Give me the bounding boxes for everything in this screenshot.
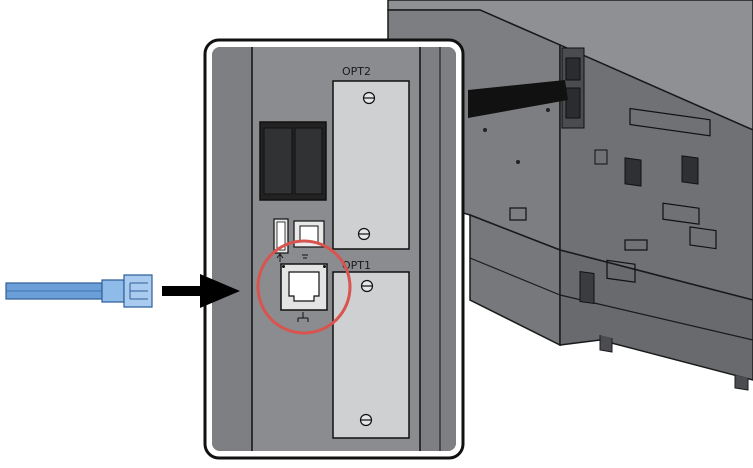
connector-block — [259, 121, 327, 201]
slot-opt1: OPT1 — [332, 259, 410, 439]
lan-port-icon — [280, 254, 328, 322]
screw-icon — [359, 413, 373, 427]
callout-detail: OPT2 OPT1 — [203, 38, 465, 460]
highlight-circle-icon — [256, 239, 352, 335]
screw-icon — [362, 91, 376, 105]
ethernet-cable-icon — [5, 274, 153, 308]
usb-icon — [276, 253, 284, 262]
zoom-pointer — [468, 80, 568, 118]
arrow-right-icon — [162, 274, 240, 308]
slot-opt2: OPT2 — [332, 65, 410, 250]
network-icon — [297, 312, 309, 322]
slot-opt1-label: OPT1 — [342, 259, 371, 272]
slot-opt2-label: OPT2 — [342, 65, 371, 78]
screw-icon — [360, 279, 374, 293]
screw-icon — [357, 227, 371, 241]
